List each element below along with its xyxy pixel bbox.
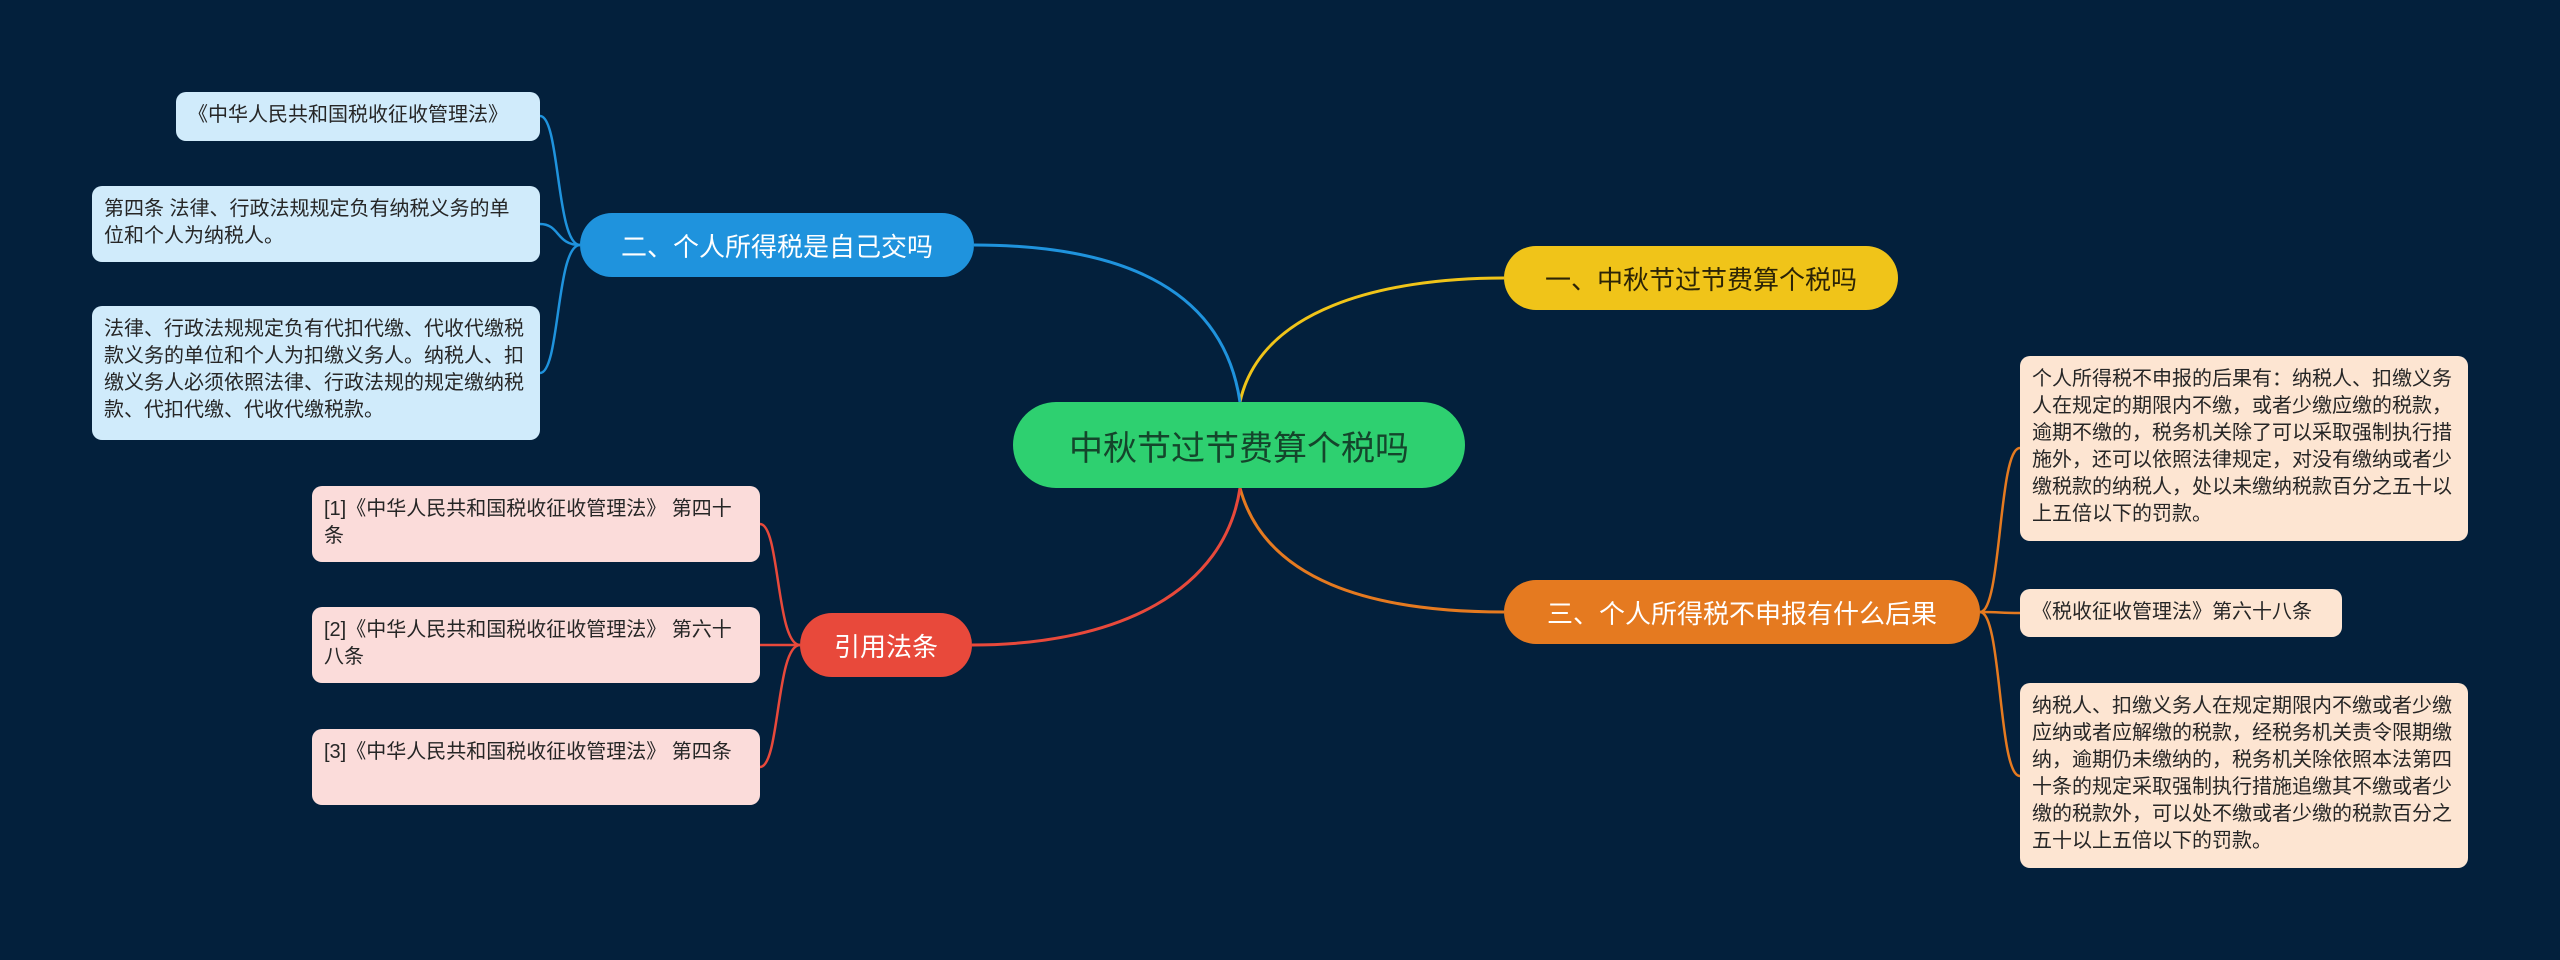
- branch-topic-1[interactable]: 一、中秋节过节费算个税吗: [1504, 246, 1898, 310]
- root-topic[interactable]: 中秋节过节费算个税吗: [1013, 402, 1465, 488]
- leaf-topic[interactable]: 法律、行政法规规定负有代扣代缴、代收代缴税款义务的单位和个人为扣缴义务人。纳税人…: [92, 306, 540, 440]
- leaf-topic[interactable]: [2]《中华人民共和国税收征收管理法》 第六十八条: [312, 607, 760, 683]
- leaf-topic[interactable]: 个人所得税不申报的后果有：纳税人、扣缴义务人在规定的期限内不缴，或者少缴应缴的税…: [2020, 356, 2468, 541]
- link-root-branch3: [1238, 487, 1505, 614]
- leaf-topic[interactable]: [3]《中华人民共和国税收征收管理法》 第四条: [312, 729, 760, 805]
- link-branch2-leaf3: [539, 243, 581, 375]
- leaf-topic[interactable]: 纳税人、扣缴义务人在规定期限内不缴或者少缴应纳或者应解缴的税款，经税务机关责令限…: [2020, 683, 2468, 868]
- branch-topic-4[interactable]: 引用法条: [800, 613, 972, 677]
- branch-topic-3[interactable]: 三、个人所得税不申报有什么后果: [1504, 580, 1980, 644]
- leaf-topic[interactable]: 《税收征收管理法》第六十八条: [2020, 589, 2342, 637]
- link-root-branch2: [973, 243, 1242, 403]
- link-branch4-leaf3: [759, 643, 801, 769]
- leaf-topic[interactable]: 第四条 法律、行政法规规定负有纳税义务的单位和个人为纳税人。: [92, 186, 540, 262]
- leaf-topic[interactable]: 《中华人民共和国税收征收管理法》: [176, 92, 540, 141]
- link-branch3-leaf2: [1979, 610, 2021, 615]
- branch-topic-2[interactable]: 二、个人所得税是自己交吗: [580, 213, 974, 277]
- link-branch4-leaf1: [759, 522, 801, 647]
- link-branch2-leaf2: [539, 222, 581, 247]
- link-branch3-leaf3: [1979, 610, 2021, 778]
- link-branch3-leaf1: [1979, 446, 2021, 614]
- link-root-branch4: [971, 487, 1242, 647]
- link-root-branch1: [1238, 276, 1505, 403]
- leaf-topic[interactable]: [1]《中华人民共和国税收征收管理法》 第四十条: [312, 486, 760, 562]
- link-branch2-leaf1: [539, 114, 581, 247]
